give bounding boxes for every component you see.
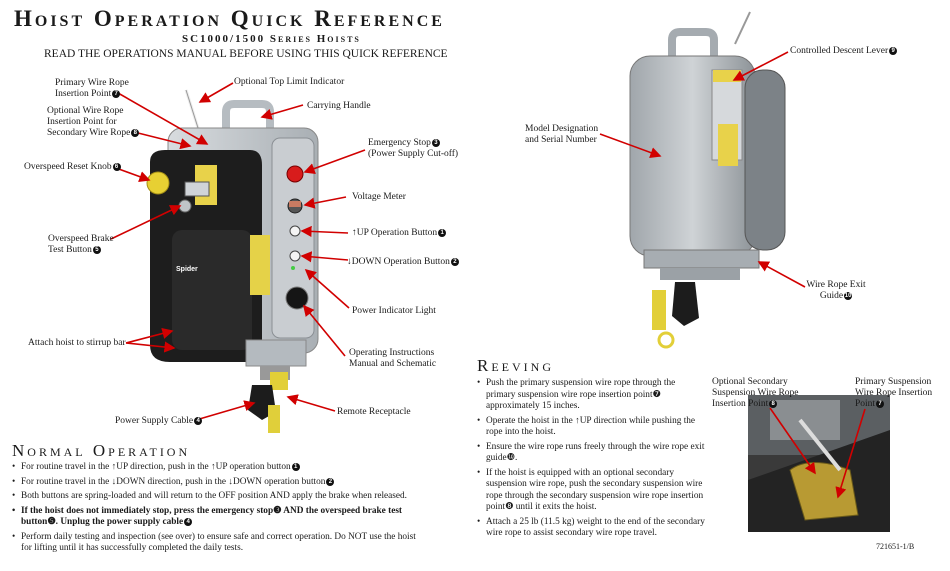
reeving-item: Attach a 25 lb (11.5 kg) weight to the e… — [477, 517, 707, 540]
label-stirrup: Attach hoist to stirrup bar — [28, 338, 126, 348]
label-photo-secondary: Optional Secondary Suspension Wire Rope … — [712, 377, 799, 409]
reeving-item: Ensure the wire rope runs freely through… — [477, 442, 707, 465]
document-number: 721651-1/B — [876, 542, 915, 551]
right-callout-arrows — [599, 51, 806, 288]
device-brand: Spider — [176, 266, 198, 273]
reeving-item: If the hoist is equipped with an optiona… — [477, 468, 707, 514]
label-photo-primary: Primary Suspension Wire Rope Insertion P… — [855, 377, 933, 409]
reeving-photo-arrows — [769, 407, 866, 499]
left-callout-arrows — [110, 82, 366, 421]
reeving-heading: Reeving — [477, 356, 554, 375]
normal-operation-item: For routine travel in the ↑UP direction,… — [12, 462, 427, 474]
page-title: Hoist Operation Quick Reference — [14, 6, 445, 31]
label-carrying-handle: Carrying Handle — [307, 101, 371, 111]
hoist-rear-illustration — [629, 11, 786, 349]
normal-operation-item: If the hoist does not immediately stop, … — [12, 506, 427, 529]
normal-operation-list: For routine travel in the ↑UP direction,… — [12, 462, 427, 558]
label-instructions: Operating Instructions Manual and Schema… — [349, 348, 437, 369]
normal-operation-item: For routine travel in the ↓DOWN directio… — [12, 477, 427, 489]
label-model-serial: Model Designation and Serial Number — [525, 124, 599, 145]
page-subtitle: SC1000/1500 Series Hoists — [182, 33, 361, 45]
manual-warning: READ THE OPERATIONS MANUAL BEFORE USING … — [44, 48, 448, 60]
normal-operation-item: Perform daily testing and inspection (se… — [12, 532, 427, 555]
normal-operation-heading: Normal Operation — [12, 441, 191, 460]
label-top-limit: Optional Top Limit Indicator — [234, 77, 345, 87]
label-voltage-meter: Voltage Meter — [352, 192, 406, 202]
normal-operation-item: Both buttons are spring-loaded and will … — [12, 491, 427, 503]
reeving-item: Push the primary suspension wire rope th… — [477, 378, 707, 413]
hoist-front-illustration: Spider — [146, 89, 319, 433]
label-remote-receptacle: Remote Receptacle — [337, 407, 411, 417]
label-power-light: Power Indicator Light — [352, 306, 436, 316]
reeving-item: Operate the hoist in the ↑UP direction w… — [477, 416, 707, 439]
label-secondary-insertion: Optional Wire Rope Insertion Point for S… — [47, 106, 143, 139]
reeving-photo — [748, 395, 890, 532]
reeving-list: Push the primary suspension wire rope th… — [477, 378, 707, 543]
